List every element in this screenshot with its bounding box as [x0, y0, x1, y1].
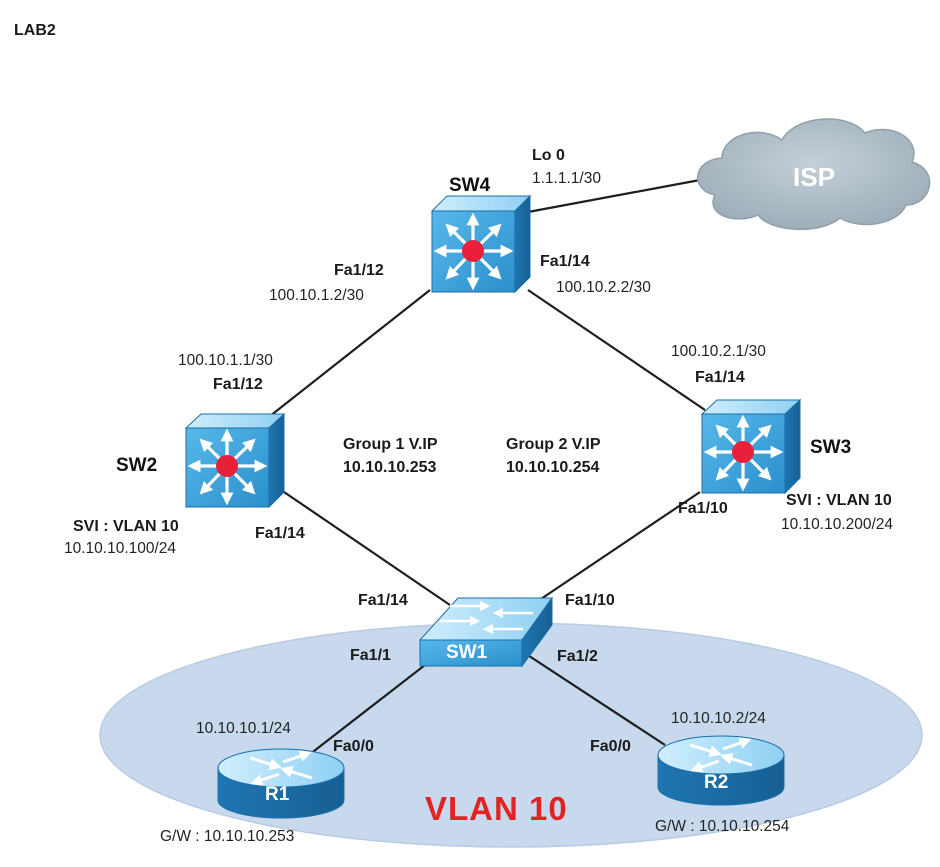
sw4-fa1-14-ip: 100.10.2.2/30 — [556, 279, 651, 296]
sw2-svi-ip: 10.10.10.100/24 — [64, 540, 177, 557]
r1-fa0-0-label: Fa0/0 — [333, 738, 374, 755]
link-sw1-r1 — [304, 664, 426, 759]
link-sw4-sw2 — [264, 289, 431, 421]
sw4-fa1-14-label: Fa1/14 — [540, 253, 590, 270]
sw1-fa1-14-label: Fa1/14 — [358, 592, 408, 609]
r1-gateway: G/W : 10.10.10.253 — [160, 828, 295, 845]
sw1-fa1-10-label: Fa1/10 — [565, 592, 615, 609]
link-sw4-sw3 — [527, 289, 706, 411]
isp-label: ISP — [793, 162, 835, 192]
sw2-uplink-ip: 100.10.1.1/30 — [178, 352, 273, 369]
sw3-name: SW3 — [810, 437, 852, 458]
sw3-fa1-10-label: Fa1/10 — [678, 500, 728, 517]
r2-gateway: G/W : 10.10.10.254 — [655, 818, 790, 835]
links — [264, 178, 706, 759]
sw1-fa1-1-label: Fa1/1 — [350, 647, 391, 664]
sw4-multilayer-switch-icon[interactable] — [430, 194, 532, 294]
sw4-lo0-ip: 1.1.1.1/30 — [532, 170, 601, 187]
link-sw1-r2 — [519, 649, 666, 746]
page-title: LAB2 — [14, 22, 56, 39]
sw1-workgroup-switch-icon[interactable] — [418, 596, 553, 668]
sw4-name: SW4 — [449, 175, 491, 196]
r2-router-icon[interactable] — [657, 735, 785, 806]
group1-vip-label: Group 1 V.IP — [343, 436, 438, 453]
cloud-icon — [697, 118, 931, 230]
sw4-fa1-12-label: Fa1/12 — [334, 262, 384, 279]
sw3-multilayer-switch-icon[interactable] — [700, 398, 802, 495]
r2-name: R2 — [704, 772, 729, 793]
group2-vip-ip: 10.10.10.254 — [506, 459, 600, 476]
r2-ip: 10.10.10.2/24 — [671, 710, 766, 727]
vlan-10-label: VLAN 10 — [425, 790, 568, 827]
sw3-svi-ip: 10.10.10.200/24 — [781, 516, 894, 533]
sw1-fa1-2-label: Fa1/2 — [557, 648, 598, 665]
link-sw4-isp — [527, 178, 701, 214]
sw1-name: SW1 — [446, 642, 488, 663]
r2-fa0-0-label: Fa0/0 — [590, 738, 631, 755]
sw2-multilayer-switch-icon[interactable] — [184, 412, 286, 509]
sw4-fa1-12-ip: 100.10.1.2/30 — [269, 287, 364, 304]
sw2-svi-label: SVI : VLAN 10 — [73, 518, 179, 535]
sw2-fa1-12-label: Fa1/12 — [213, 376, 263, 393]
link-sw3-sw1 — [531, 491, 701, 606]
sw2-fa1-14-label: Fa1/14 — [255, 525, 305, 542]
sw3-fa1-14-label: Fa1/14 — [695, 369, 745, 386]
r1-router-icon[interactable] — [217, 748, 345, 819]
r1-name: R1 — [265, 784, 290, 805]
link-sw2-sw1 — [283, 491, 451, 606]
group2-vip-label: Group 2 V.IP — [506, 436, 601, 453]
r1-ip: 10.10.10.1/24 — [196, 720, 291, 737]
sw2-name: SW2 — [116, 455, 158, 476]
sw4-lo0-label: Lo 0 — [532, 147, 565, 164]
sw3-uplink-ip: 100.10.2.1/30 — [671, 343, 766, 360]
sw3-svi-label: SVI : VLAN 10 — [786, 492, 892, 509]
group1-vip-ip: 10.10.10.253 — [343, 459, 437, 476]
